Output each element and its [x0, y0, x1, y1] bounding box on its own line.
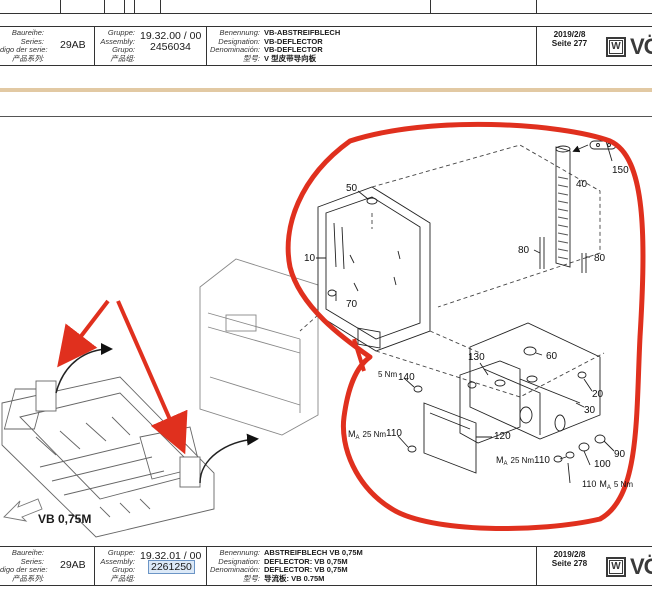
- callout-10: 10: [304, 253, 316, 264]
- series-labels-2: Baureihe:Series:digo der serie:产品系列:: [0, 548, 48, 583]
- designation-labels: Benennung:Designation:Denominación:型号:: [209, 28, 260, 63]
- series-code: 29AB: [60, 39, 86, 51]
- part-number-2-selection[interactable]: 2261250: [148, 560, 195, 574]
- callout-90: 90: [614, 449, 626, 460]
- brand-logo-2: W VÖ: [606, 556, 652, 577]
- brand-logo: W VÖ: [606, 36, 652, 57]
- separator-band: [0, 88, 652, 92]
- callout-140: 140: [398, 372, 415, 383]
- series-labels: Baureihe:Series:digo der serie:产品系列:: [0, 28, 48, 63]
- callout-40: 40: [576, 179, 588, 190]
- callout-80-right: 80: [594, 253, 606, 264]
- part-number-2[interactable]: 2261250: [148, 560, 195, 574]
- torque-5nm-top: 5 Nm: [378, 370, 397, 379]
- part-number: 2456034: [150, 41, 191, 53]
- callout-150: 150: [612, 165, 629, 176]
- callout-80-left: 80: [518, 245, 530, 256]
- callout-130: 130: [468, 352, 485, 363]
- drawing-caption: VB 0,75M: [38, 512, 92, 526]
- title-block-page-278: Baureihe:Series:digo der serie:产品系列: 29A…: [0, 546, 652, 586]
- series-code-2: 29AB: [60, 559, 86, 571]
- callout-110-right: 110: [534, 455, 550, 466]
- callout-50: 50: [346, 183, 358, 194]
- group-labels: Gruppe:Assembly:Grupo:产品组:: [100, 28, 135, 63]
- callout-60: 60: [546, 351, 558, 362]
- drawing-top-line: [0, 116, 652, 117]
- callout-110-left: 110: [386, 428, 402, 439]
- designation-labels-2: Benennung:Designation:Denominación:型号:: [209, 548, 260, 583]
- callout-100: 100: [594, 459, 611, 470]
- callout-70: 70: [346, 299, 358, 310]
- title-block-page-277: Baureihe:Series:digo der serie:产品系列: 29A…: [0, 26, 652, 66]
- callout-30: 30: [584, 405, 596, 416]
- callout-20: 20: [592, 389, 604, 400]
- group-number-2: 19.32.01 / 00: [140, 550, 202, 562]
- exploded-parts-drawing: 150 40 50 10 80 80 70 130 60 140 20 30 1…: [1, 121, 646, 538]
- group-number: 19.32.00 / 00: [140, 30, 202, 42]
- group-labels-2: Gruppe:Assembly:Grupo:产品组:: [100, 548, 135, 583]
- callout-120: 120: [494, 431, 511, 442]
- previous-sheet-strip: [0, 0, 652, 14]
